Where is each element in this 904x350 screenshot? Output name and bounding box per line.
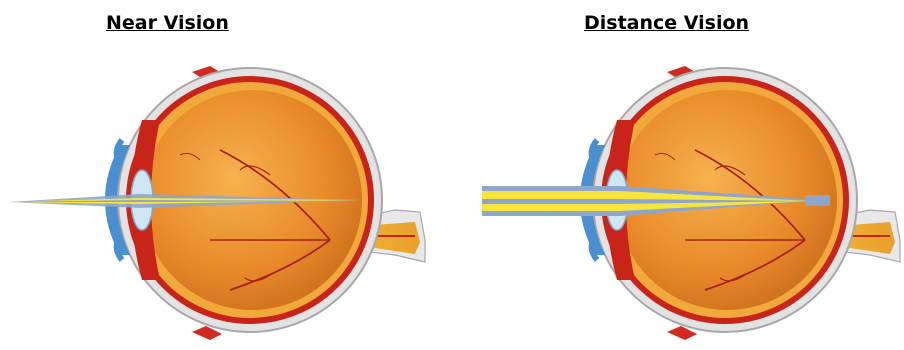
eye-diagrams xyxy=(0,0,904,350)
